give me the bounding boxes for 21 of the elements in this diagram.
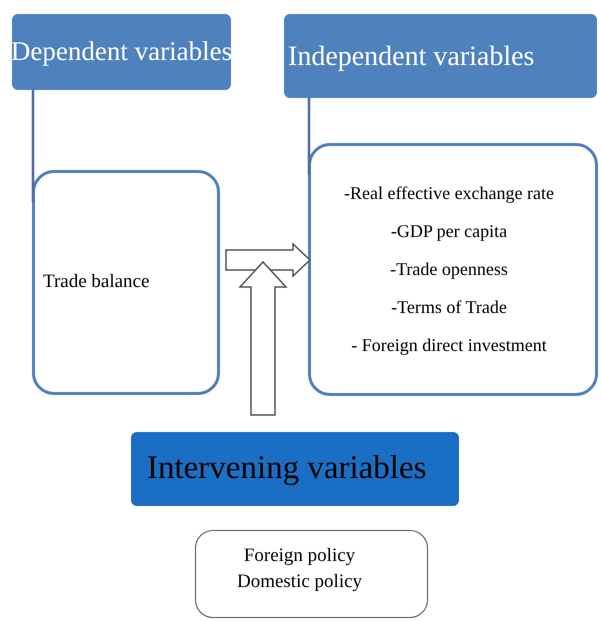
variable-text: Foreign policy	[244, 544, 356, 568]
variable-text: -Terms of Trade	[391, 296, 507, 319]
variable-text: -GDP per capita	[390, 220, 508, 243]
variable-box	[195, 530, 428, 618]
heading-text: Intervening variables	[147, 449, 426, 488]
variable-box	[308, 143, 598, 396]
block-arrow	[225, 242, 312, 278]
heading-text: Dependent variables	[10, 35, 232, 68]
connector-line	[308, 98, 310, 175]
header-box	[12, 14, 231, 90]
header-box	[284, 14, 597, 98]
header-box	[131, 432, 459, 506]
variable-box	[32, 170, 220, 395]
heading-text: Independent variables	[288, 40, 534, 74]
variable-text: -Trade openness	[390, 258, 508, 281]
variable-text: Trade balance	[43, 270, 150, 294]
connector-line	[32, 90, 34, 202]
variable-text: - Foreign direct investment	[351, 334, 547, 357]
block-arrow	[238, 260, 288, 416]
variable-text: -Real effective exchange rate	[344, 182, 554, 205]
variable-text: Domestic policy	[236, 570, 362, 594]
